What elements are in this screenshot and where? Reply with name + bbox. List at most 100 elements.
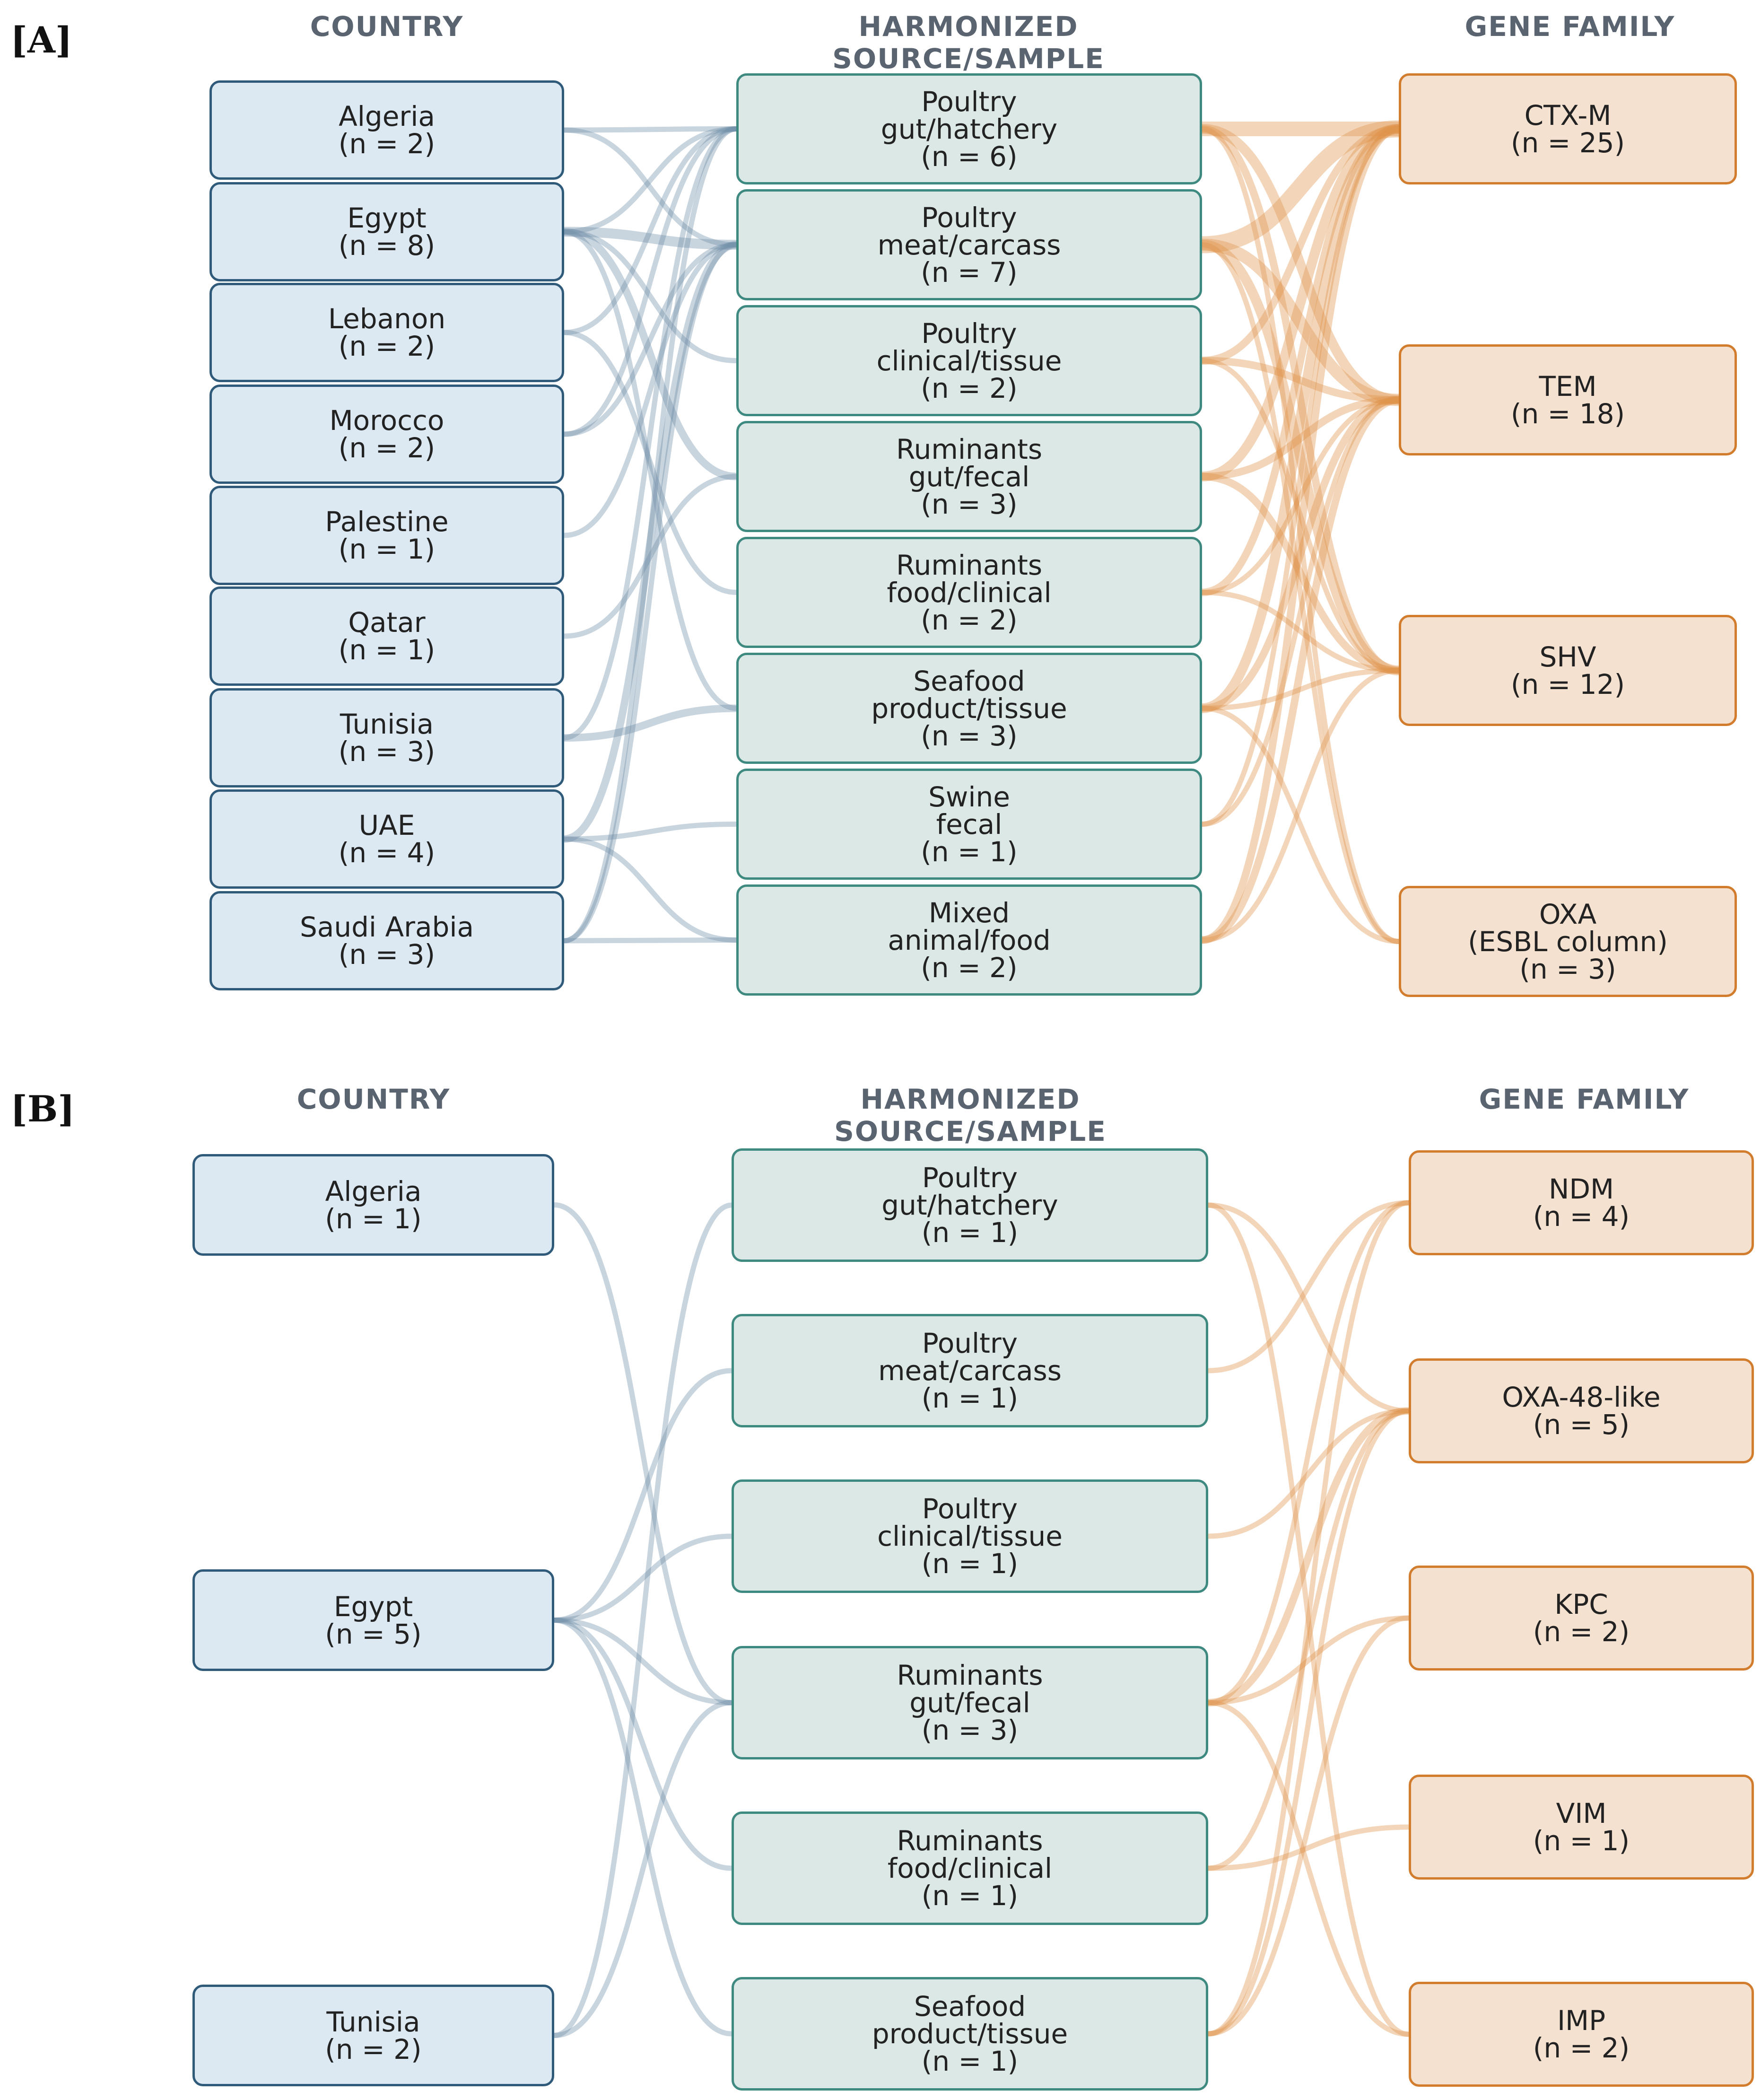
- country-source-link: [561, 126, 739, 133]
- source-node-label-line: gut/hatchery: [881, 1189, 1058, 1221]
- country-node-label-line: Lebanon: [328, 303, 446, 335]
- country-source-link: [561, 126, 739, 437]
- gene-node-label-line: (n = 1): [1533, 1825, 1630, 1857]
- source-gene-link: [1205, 1615, 1412, 2037]
- source-node-label-line: clinical/tissue: [877, 1520, 1063, 1552]
- source-gene-link: [1198, 357, 1403, 404]
- source-gene-link: [1205, 1700, 1412, 2037]
- source-node-label-line: (n = 6): [921, 140, 1018, 173]
- country-node-label-line: (n = 1): [338, 533, 436, 565]
- gene-node-label-line: (n = 2): [1533, 2032, 1630, 2064]
- gene-node-label-line: SHV: [1539, 640, 1596, 673]
- country-node-label-line: Algeria: [325, 1175, 422, 1208]
- country-source-link: [551, 1618, 734, 1706]
- source-gene-link: [1204, 1407, 1412, 1706]
- source-gene-link: [1199, 242, 1402, 944]
- country-node-label-line: (n = 8): [338, 229, 436, 262]
- panel-b-label: [B]: [10, 1088, 75, 1130]
- country-node-label-line: (n = 4): [338, 837, 436, 869]
- country-source-link: [560, 704, 740, 742]
- gene-node-label-line: (n = 2): [1533, 1616, 1630, 1648]
- country-source-link: [561, 242, 739, 944]
- source-gene-link: [1198, 396, 1403, 481]
- country-node-label-line: (n = 5): [325, 1618, 422, 1650]
- gene-node-label-line: (n = 5): [1533, 1409, 1630, 1441]
- source-gene-link: [1199, 590, 1402, 673]
- gene-node-label-line: IMP: [1557, 2004, 1606, 2037]
- source-node-label-line: Seafood: [913, 665, 1025, 697]
- country-source-link: [561, 126, 739, 944]
- source-node-label-line: (n = 3): [921, 1714, 1019, 1746]
- source-node-label-line: (n = 2): [921, 604, 1018, 636]
- source-node-label-line: (n = 2): [921, 951, 1018, 984]
- country-source-link: [561, 330, 739, 595]
- source-gene-link: [1205, 1202, 1412, 2037]
- source-node-label-line: (n = 2): [921, 372, 1018, 404]
- source-node-label-line: Poultry: [922, 1327, 1018, 1359]
- b-gene-node-imp: IMP(n = 2): [1409, 1982, 1754, 2087]
- country-node-label-line: Egypt: [347, 202, 427, 234]
- gene-node-label-line: (n = 12): [1510, 668, 1625, 700]
- country-node-label-line: Egypt: [333, 1590, 413, 1623]
- country-source-link: [559, 227, 741, 250]
- panel-b-country-header: COUNTRY: [296, 1083, 451, 1115]
- b-gene-node-kpc: KPC(n = 2): [1409, 1566, 1754, 1671]
- source-gene-link: [1205, 1824, 1412, 1871]
- a-gene-node-ctx-m: CTX-M(n = 25): [1399, 73, 1737, 184]
- source-gene-link: [1198, 125, 1403, 596]
- gene-node-label-line: TEM: [1539, 370, 1597, 402]
- a-gene-node-shv: SHV(n = 12): [1399, 615, 1737, 726]
- source-gene-link: [1198, 125, 1403, 944]
- country-node-label-line: Qatar: [348, 606, 426, 639]
- source-node-label-line: Poultry: [922, 1162, 1018, 1194]
- country-node-label-line: (n = 2): [325, 2033, 422, 2065]
- country-source-link: [561, 474, 739, 639]
- a-gene-node-oxa: OXA(ESBL column)(n = 3): [1399, 886, 1737, 997]
- source-node-label-line: (n = 3): [921, 719, 1018, 752]
- source-gene-link: [1197, 124, 1404, 713]
- panel-a-links: [559, 120, 1407, 944]
- source-gene-link: [1197, 240, 1404, 675]
- a-gene-node-tem: TEM(n = 18): [1399, 344, 1737, 455]
- b-gene-node-ndm: NDM(n = 4): [1409, 1150, 1754, 1255]
- a-country-node-tunisia: Tunisia(n = 3): [209, 688, 564, 788]
- source-node-label-line: clinical/tissue: [876, 344, 1062, 377]
- source-node-label-line: Poultry: [922, 1493, 1018, 1525]
- source-gene-link: [1205, 1200, 1412, 1706]
- source-gene-link: [1194, 120, 1407, 254]
- source-node-label-line: Ruminants: [896, 549, 1043, 581]
- source-node-label-line: (n = 1): [921, 1216, 1019, 1249]
- country-source-link: [561, 229, 739, 363]
- panel-a-gene-header: GENE FAMILY: [1465, 10, 1675, 43]
- b-gene-node-vim: VIM(n = 1): [1409, 1775, 1754, 1880]
- source-node-label-line: product/tissue: [872, 2018, 1068, 2050]
- source-gene-link: [1199, 126, 1402, 944]
- a-country-node-algeria: Algeria(n = 2): [209, 80, 564, 180]
- country-source-link: [561, 126, 739, 335]
- gene-node-label-line: OXA: [1539, 898, 1597, 930]
- gene-node-label-line: (ESBL column): [1468, 925, 1668, 958]
- country-node-label-line: (n = 3): [338, 938, 436, 971]
- source-node-label-line: product/tissue: [871, 692, 1067, 725]
- source-node-label-line: Ruminants: [897, 1825, 1043, 1857]
- country-node-label-line: Saudi Arabia: [299, 911, 474, 943]
- source-node-label-line: gut/fecal: [909, 1687, 1030, 1719]
- source-gene-link: [1199, 397, 1402, 595]
- source-node-label-line: Poultry: [921, 201, 1017, 234]
- source-gene-link: [1199, 706, 1402, 944]
- source-node-label-line: (n = 1): [921, 2045, 1019, 2077]
- country-source-link: [551, 1618, 734, 2037]
- a-country-node-uae: UAE(n = 4): [209, 789, 564, 889]
- source-node-label-line: Poultry: [921, 317, 1017, 350]
- source-node-label-line: food/clinical: [887, 576, 1052, 609]
- country-node-label-line: (n = 1): [325, 1202, 422, 1235]
